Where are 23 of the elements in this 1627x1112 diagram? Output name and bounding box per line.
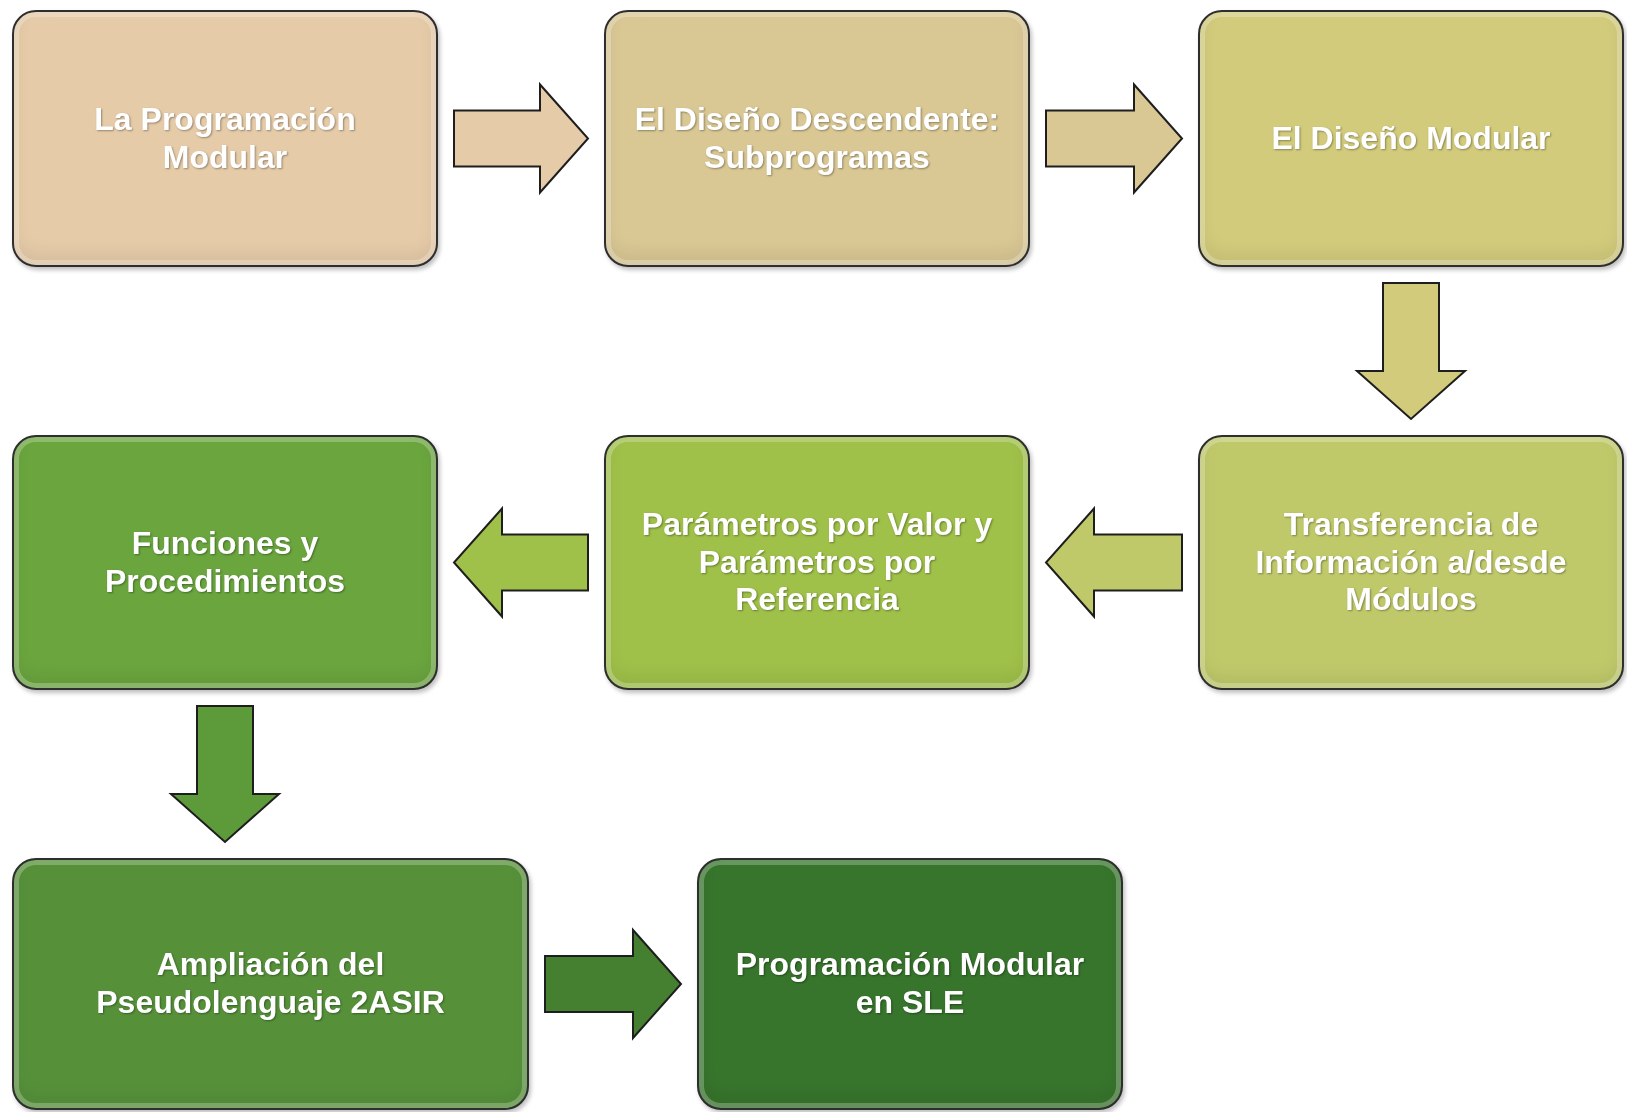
block-arrow — [1354, 282, 1468, 421]
process-box — [604, 10, 1030, 267]
block-arrow — [168, 705, 282, 844]
process-box — [697, 858, 1123, 1110]
block-arrow — [453, 81, 590, 196]
box-label: La Programación Modular — [93, 100, 357, 177]
box-label: Programación Modular en SLE — [734, 946, 1086, 1022]
box-label: Ampliación del Pseudolenguaje 2ASIR — [95, 946, 446, 1022]
process-box — [12, 435, 438, 690]
process-box — [12, 10, 438, 267]
block-arrow — [1045, 81, 1184, 196]
block-arrow — [544, 927, 683, 1041]
process-box — [1198, 10, 1624, 267]
box-label: Funciones y Procedimientos — [103, 524, 347, 601]
process-box — [604, 435, 1030, 690]
block-arrow — [452, 505, 589, 620]
box-label: Parámetros por Valor y Parámetros por Referencia — [640, 505, 994, 620]
box-label: El Diseño Modular — [1271, 119, 1551, 158]
box-label: Transferencia de Información a/desde Módulos — [1254, 505, 1568, 620]
block-arrow — [1044, 505, 1183, 620]
box-label: El Diseño Descendente: Subprogramas — [633, 100, 1001, 177]
process-box — [12, 858, 529, 1110]
process-box — [1198, 435, 1624, 690]
